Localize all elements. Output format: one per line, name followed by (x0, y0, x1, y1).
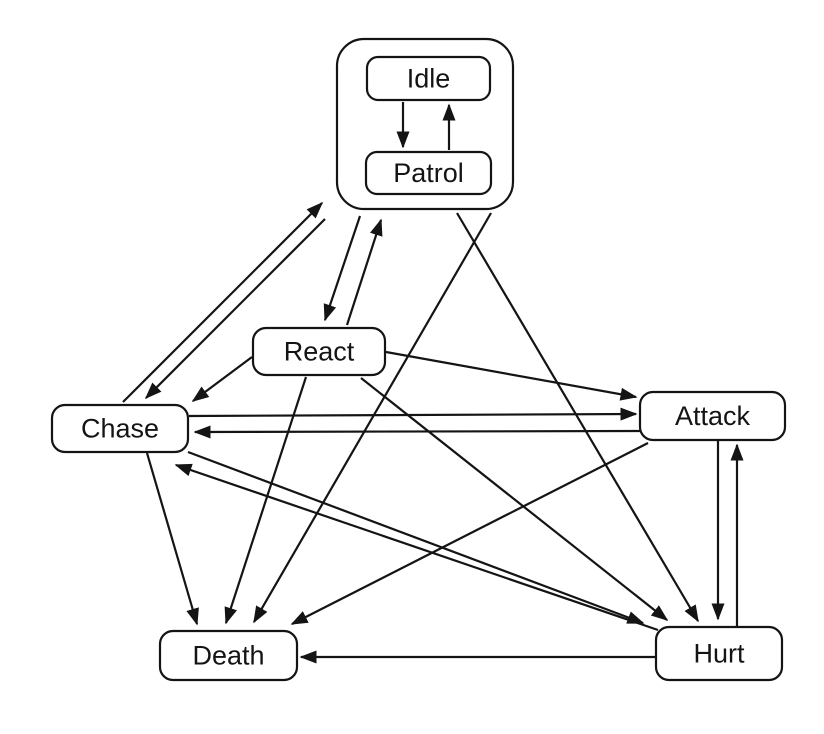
edge-attack-to-death (290, 442, 649, 625)
node-react-label: React (284, 337, 355, 367)
edge-attack-to-chase (193, 425, 641, 439)
edge-group-to-react (323, 215, 362, 322)
node-hurt-label: Hurt (693, 639, 745, 669)
edge-group-to-death (253, 212, 492, 624)
node-patrol-label: Patrol (393, 158, 464, 188)
node-attack-label: Attack (675, 401, 751, 431)
edge-react-to-attack (385, 350, 638, 401)
node-death-label: Death (192, 641, 264, 671)
edge-chase-to-death (145, 452, 199, 626)
edge-react-to-chase (191, 356, 253, 402)
edge-chase-to-attack (188, 407, 638, 421)
node-chase-box (50, 403, 190, 454)
group-idle-patrol-box (335, 37, 515, 211)
edge-hurt-to-chase (174, 463, 659, 632)
edge-group-to-chase (144, 218, 326, 400)
edge-react-to-death (224, 376, 308, 625)
node-attack-box (638, 390, 787, 442)
node-react-box (251, 326, 387, 377)
node-patrol-box (364, 150, 493, 196)
node-hurt-box (654, 625, 784, 682)
edges-layer (122, 102, 744, 664)
edge-react-to-hurt (360, 377, 669, 621)
node-chase-label: Chase (81, 414, 159, 444)
node-idle-label: Idle (407, 64, 451, 94)
edge-react-to-group (345, 218, 383, 326)
edge-chase-to-hurt (187, 450, 645, 625)
edge-chase-to-group (122, 201, 324, 403)
node-idle-box (365, 55, 492, 102)
edge-group-to-hurt (456, 212, 699, 623)
node-death-box (158, 629, 299, 682)
